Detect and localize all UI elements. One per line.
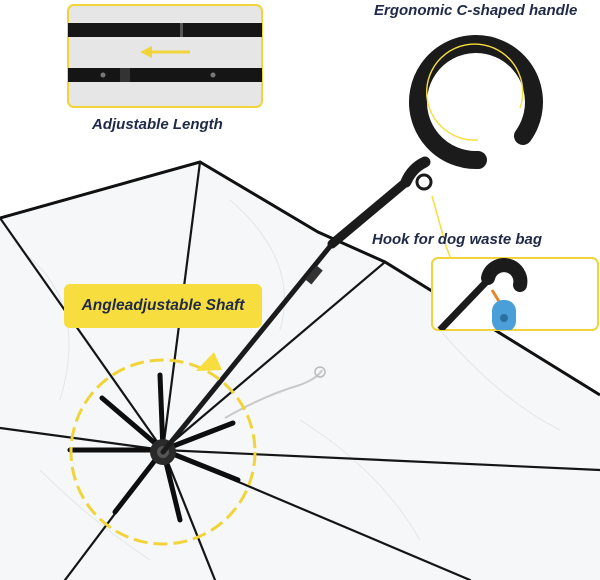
umbrella-shaft xyxy=(160,177,411,455)
c-shaped-handle xyxy=(400,35,543,191)
adjustable-length-inset xyxy=(67,4,263,108)
adjustable-length-label: Adjustable Length xyxy=(92,116,223,133)
hook-label: Hook for dog waste bag xyxy=(372,231,543,248)
shaft-label: Angleadjustable Shaft xyxy=(64,284,262,328)
umbrella-canopy xyxy=(0,160,600,580)
dog-bag-hook-inset xyxy=(431,257,599,331)
handle-label: Ergonomic C-shaped handle xyxy=(374,2,578,19)
